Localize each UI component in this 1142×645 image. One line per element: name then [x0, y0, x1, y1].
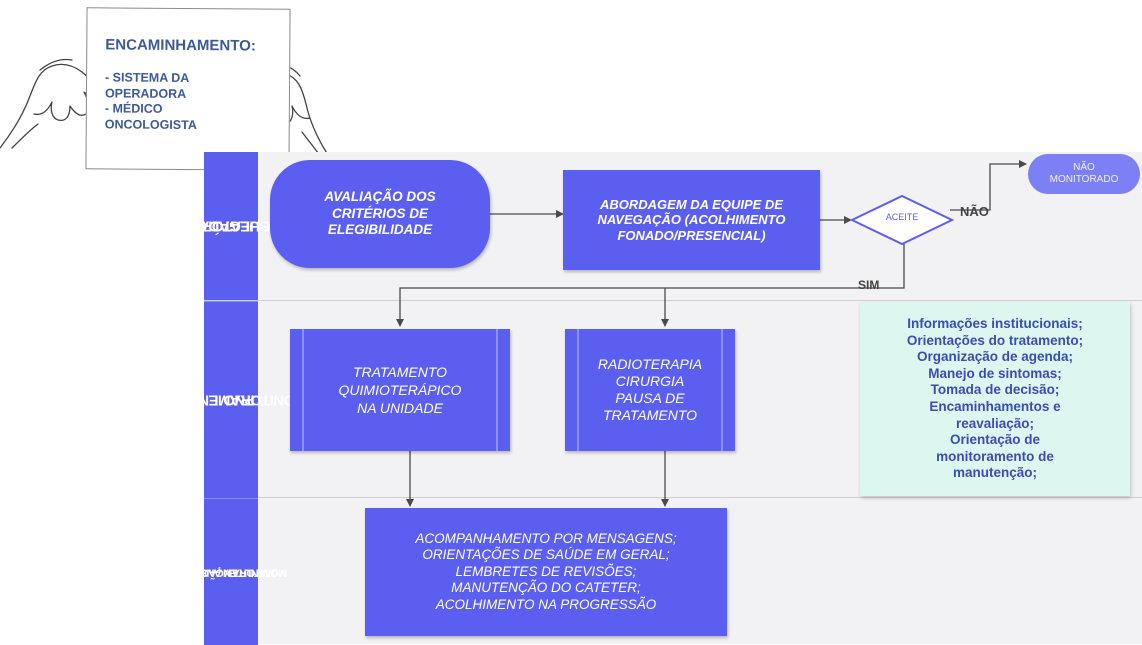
- node-text-line: NA UNIDADE: [357, 400, 443, 416]
- node-radioterapia: RADIOTERAPIA CIRURGIA PAUSA DE TRATAMENT…: [565, 329, 735, 451]
- note-line: manutenção;: [952, 465, 1037, 481]
- note-line: Organização de agenda;: [916, 349, 1074, 365]
- node-nao-monitorado: NÃO MONITORADO: [1028, 154, 1140, 194]
- note-line: Orientação de: [949, 432, 1041, 448]
- note-line: reavaliação;: [955, 415, 1035, 431]
- node-text-line: NAVEGAÇÃO (ACOLHIMENTO: [597, 212, 786, 228]
- node-text-line: NÃO: [1073, 162, 1095, 173]
- edge-aceite-nao: [950, 160, 1027, 211]
- node-avaliacao: AVALIAÇÃO DOS CRITÉRIOS DE ELEGIBILIDADE: [270, 160, 490, 268]
- edge-label-nao: NÃO: [960, 204, 989, 219]
- node-text-line: TRATAMENTO: [352, 364, 448, 380]
- node-quimio: TRATAMENTO QUIMIOTERÁPICO NA UNIDADE: [290, 329, 510, 451]
- node-text-line: QUIMIOTERÁPICO: [338, 382, 462, 398]
- node-text-line: ACOMPANHAMENTO POR MENSAGENS;: [415, 530, 677, 546]
- node-text-line: AVALIAÇÃO DOS: [324, 189, 436, 205]
- info-note: Informações institucionais; Orientações …: [860, 302, 1130, 496]
- node-text-line: LEMBRETES DE REVISÕES;: [455, 563, 637, 579]
- edge-aceite-sim: [396, 244, 905, 327]
- node-text-line: CIRURGIA: [615, 373, 685, 389]
- node-text-line: MANUTENÇÃO DO CATETER;: [451, 580, 641, 596]
- node-text-line: ELEGIBILIDADE: [327, 222, 433, 238]
- node-text-line: TRATAMENTO: [602, 407, 698, 423]
- node-abordagem: ABORDAGEM DA EQUIPE DE NAVEGAÇÃO (ACOLHI…: [563, 170, 820, 270]
- note-line: Tomada de decisão;: [930, 382, 1060, 398]
- decision-diamond: [849, 194, 955, 246]
- note-line: Orientações do tratamento;: [906, 332, 1084, 348]
- node-text-line: CRITÉRIOS DE: [331, 205, 428, 221]
- node-text-line: RADIOTERAPIA: [597, 356, 703, 372]
- node-text-line: ABORDAGEM DA EQUIPE DE: [600, 196, 783, 212]
- note-line: Informações institucionais;: [907, 316, 1083, 332]
- node-text-line: ACOLHIMENTO NA PROGRESSÃO: [435, 596, 657, 612]
- note-line: Encaminhamentos e: [929, 399, 1061, 414]
- node-text-line: ORIENTAÇÕES DE SAÚDE EM GERAL;: [422, 547, 670, 563]
- edge-label-sim: SIM: [858, 278, 880, 292]
- lane-divider: [204, 300, 1142, 301]
- node-acompanhamento: ACOMPANHAMENTO POR MENSAGENS; ORIENTAÇÕE…: [365, 508, 727, 636]
- note-line: Manejo de sintomas;: [928, 365, 1062, 381]
- node-text-line: PAUSA DE: [615, 390, 685, 406]
- note-line: monitoramento de: [936, 448, 1054, 464]
- node-text-line: MONITORADO: [1049, 174, 1119, 185]
- node-text-line: FONADO/PRESENCIAL): [617, 227, 766, 243]
- decision-label: ACEITE: [885, 212, 919, 222]
- lane-divider: [204, 497, 1142, 498]
